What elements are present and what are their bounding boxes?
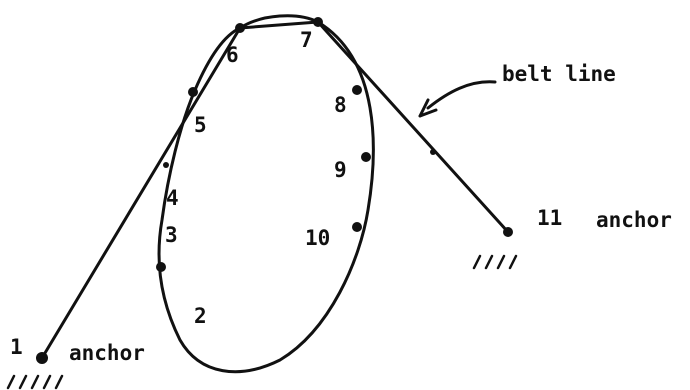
belt-left-segment	[40, 26, 242, 360]
node-10-label: 10	[305, 226, 331, 250]
node-11-label: 11	[537, 206, 563, 230]
node-7-label: 7	[300, 28, 313, 52]
node-8-label: 8	[334, 93, 347, 117]
node-3-dot	[156, 262, 166, 272]
node-1-dot	[36, 352, 48, 364]
node-9-label: 9	[334, 158, 347, 182]
left-anchor-label: anchor	[69, 341, 145, 365]
node-8-dot	[352, 85, 362, 95]
node-11-dot	[503, 227, 513, 237]
node-5-dot	[188, 87, 198, 97]
right-anchor-label: anchor	[596, 208, 672, 232]
node-5-label: 5	[194, 113, 207, 137]
belt-top-segment	[238, 20, 320, 30]
belt-tick-mark	[430, 149, 436, 155]
right-anchor-hatch	[472, 254, 518, 270]
node-2-label: 2	[194, 304, 207, 328]
node-3-label: 3	[165, 223, 178, 247]
node-1-label: 1	[10, 335, 23, 359]
node-6-label: 6	[226, 43, 239, 67]
node-4-dot	[163, 162, 169, 168]
node-10-dot	[352, 222, 362, 232]
belt-line-label: belt line	[502, 62, 616, 86]
belt-right-segment	[316, 20, 510, 234]
node-6-dot	[235, 23, 245, 33]
belt-line-callout-arrowhead	[418, 98, 438, 118]
left-anchor-hatch	[6, 374, 64, 390]
node-9-dot	[361, 152, 371, 162]
node-4-label: 4	[166, 186, 179, 210]
node-7-dot	[313, 17, 323, 27]
belt-line-callout-arrow	[426, 80, 497, 110]
body-outline	[157, 14, 375, 374]
